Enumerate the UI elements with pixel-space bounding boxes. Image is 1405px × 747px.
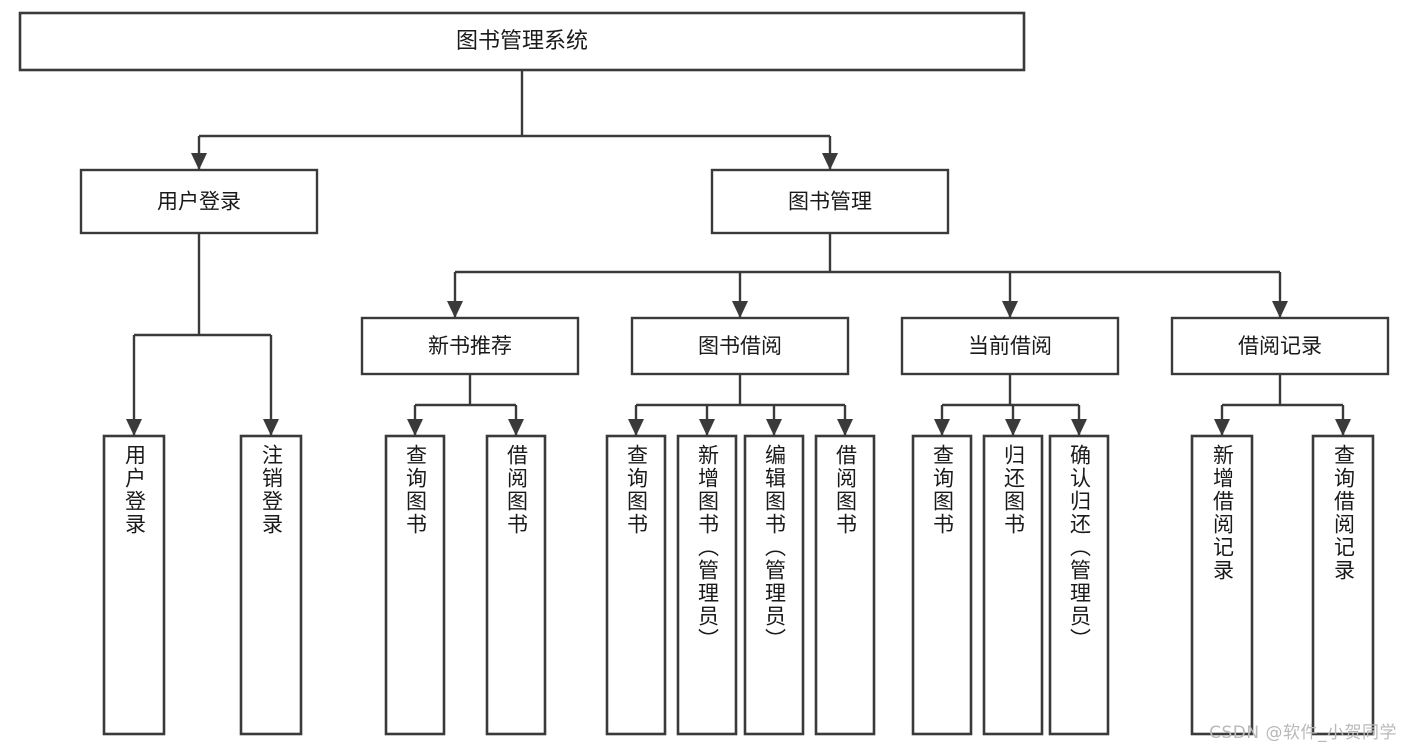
arrow-head-icon bbox=[1214, 419, 1230, 436]
node-box-leaf-10[interactable] bbox=[1048, 434, 1110, 736]
arrow-head-icon bbox=[628, 419, 644, 436]
node-box-level1-0[interactable] bbox=[79, 168, 319, 235]
node-label-root: 图书管理系统 bbox=[456, 29, 588, 54]
node-box-level2-3[interactable] bbox=[1170, 316, 1390, 376]
arrow-head-icon bbox=[1272, 301, 1288, 318]
node-label-level2-3: 借阅记录 bbox=[1238, 334, 1322, 358]
arrow-head-icon bbox=[191, 153, 207, 170]
node-box-leaf-9[interactable] bbox=[982, 434, 1044, 736]
node-box-leaf-5[interactable] bbox=[676, 434, 738, 736]
node-label-level2-0: 新书推荐 bbox=[428, 334, 512, 358]
arrow-head-icon bbox=[766, 419, 782, 436]
node-label-level2-1: 图书借阅 bbox=[698, 334, 782, 358]
node-box-leaf-2[interactable] bbox=[384, 434, 446, 736]
node-box-leaf-7[interactable] bbox=[814, 434, 876, 736]
node-box-level1-1[interactable] bbox=[710, 168, 950, 235]
node-box-leaf-4[interactable] bbox=[605, 434, 667, 736]
node-box-level2-0[interactable] bbox=[360, 316, 580, 376]
arrow-head-icon bbox=[126, 419, 142, 436]
node-box-leaf-1[interactable] bbox=[239, 434, 303, 736]
arrow-head-icon bbox=[822, 153, 838, 170]
node-boxes-layer bbox=[18, 11, 1390, 736]
node-box-level0-0[interactable] bbox=[18, 11, 1026, 72]
arrow-head-icon bbox=[263, 419, 279, 436]
node-box-leaf-11[interactable] bbox=[1190, 434, 1254, 736]
arrow-head-icon bbox=[1002, 301, 1018, 318]
arrow-head-icon bbox=[837, 419, 853, 436]
node-box-leaf-6[interactable] bbox=[743, 434, 805, 736]
arrow-head-icon bbox=[1335, 419, 1351, 436]
node-box-leaf-3[interactable] bbox=[485, 434, 547, 736]
node-label-level2-2: 当前借阅 bbox=[968, 334, 1052, 358]
node-box-level2-1[interactable] bbox=[630, 316, 850, 376]
arrow-head-icon bbox=[1071, 419, 1087, 436]
node-box-leaf-12[interactable] bbox=[1311, 434, 1375, 736]
node-box-leaf-8[interactable] bbox=[911, 434, 973, 736]
arrow-head-icon bbox=[1005, 419, 1021, 436]
arrow-head-icon bbox=[407, 419, 423, 436]
node-box-leaf-0[interactable] bbox=[102, 434, 166, 736]
node-label-level1-0: 用户登录 bbox=[157, 190, 241, 214]
arrow-head-icon bbox=[732, 301, 748, 318]
arrow-head-icon bbox=[699, 419, 715, 436]
node-label-level1-1: 图书管理 bbox=[788, 190, 872, 214]
arrow-head-icon bbox=[508, 419, 524, 436]
connectors-layer bbox=[126, 70, 1351, 436]
arrow-head-icon bbox=[934, 419, 950, 436]
arrow-head-icon bbox=[447, 301, 463, 318]
node-box-level2-2[interactable] bbox=[900, 316, 1120, 376]
